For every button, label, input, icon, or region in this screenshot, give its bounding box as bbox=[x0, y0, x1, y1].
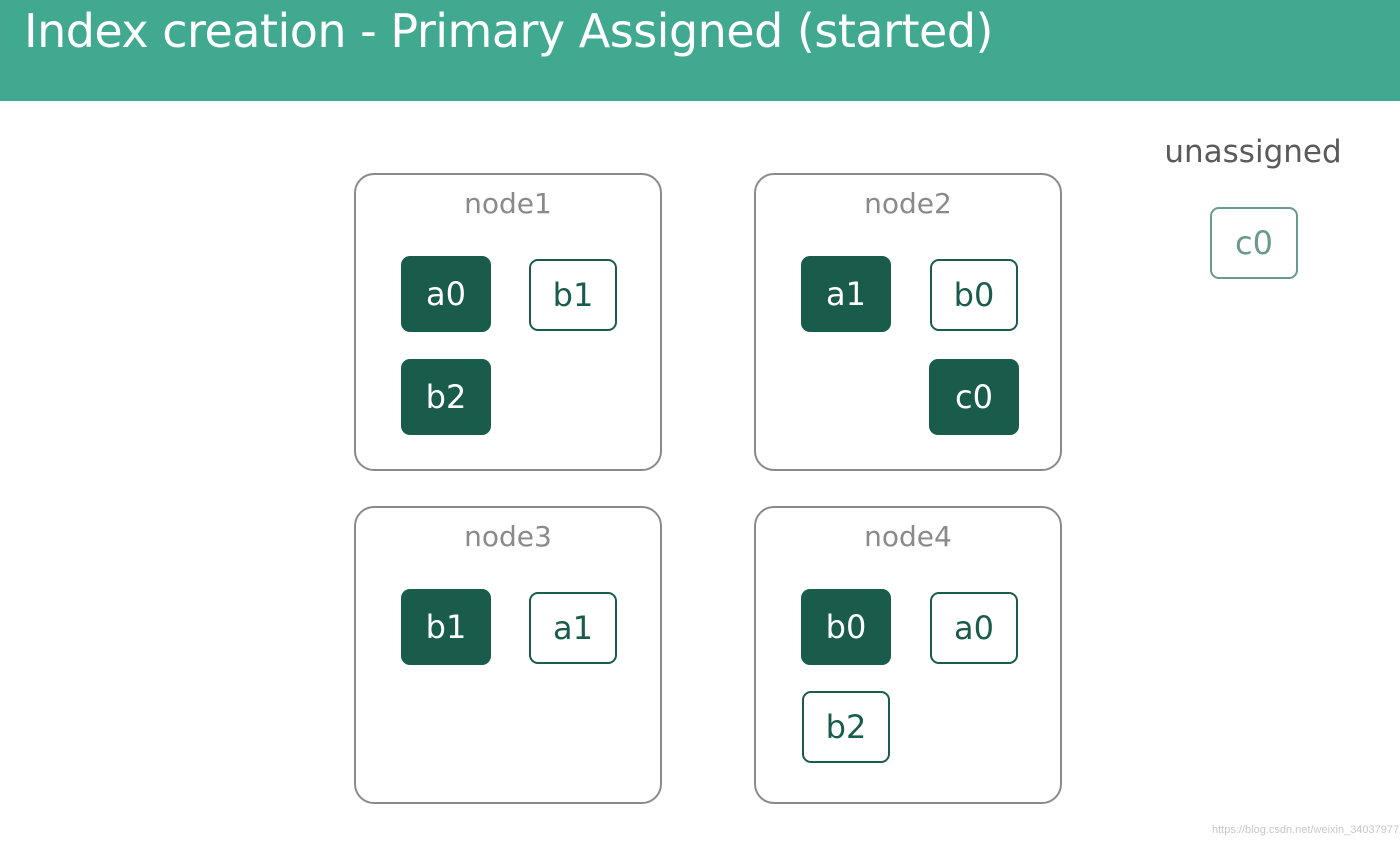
primary-shard: b1 bbox=[401, 589, 491, 665]
node-box-node4: node4 b0 a0 b2 bbox=[754, 506, 1062, 804]
unassigned-replica-shard: c0 bbox=[1210, 207, 1298, 279]
replica-shard: b1 bbox=[529, 259, 617, 331]
watermark: https://blog.csdn.net/weixin_34037977 bbox=[1212, 824, 1400, 836]
replica-shard: a0 bbox=[930, 592, 1018, 664]
primary-shard: b2 bbox=[401, 359, 491, 435]
primary-shard: b0 bbox=[801, 589, 891, 665]
node-label: node2 bbox=[864, 187, 952, 220]
node-label: node3 bbox=[464, 520, 552, 553]
header-bar: Index creation - Primary Assigned (start… bbox=[0, 0, 1400, 101]
node-label: node4 bbox=[864, 520, 952, 553]
unassigned-label: unassigned bbox=[1164, 134, 1342, 170]
primary-shard: a1 bbox=[801, 256, 891, 332]
page-title: Index creation - Primary Assigned (start… bbox=[24, 4, 993, 58]
node-box-node3: node3 b1 a1 bbox=[354, 506, 662, 804]
node-box-node1: node1 a0 b1 b2 bbox=[354, 173, 662, 471]
node-box-node2: node2 a1 b0 c0 bbox=[754, 173, 1062, 471]
primary-shard: a0 bbox=[401, 256, 491, 332]
node-label: node1 bbox=[464, 187, 552, 220]
primary-shard: c0 bbox=[929, 359, 1019, 435]
replica-shard: b2 bbox=[802, 691, 890, 763]
replica-shard: a1 bbox=[529, 592, 617, 664]
replica-shard: b0 bbox=[930, 259, 1018, 331]
